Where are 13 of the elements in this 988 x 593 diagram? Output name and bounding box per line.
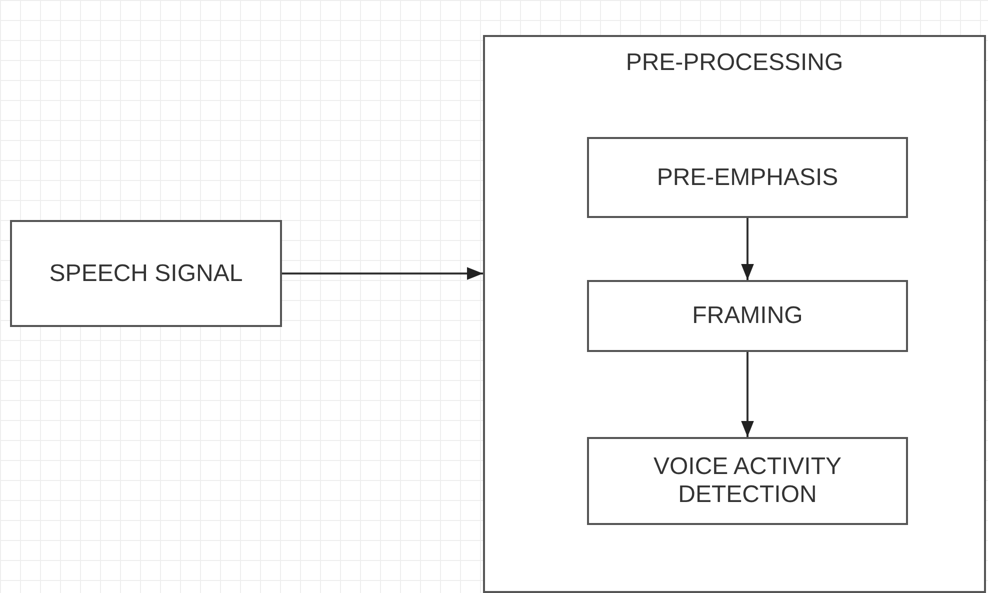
process-box	[10, 220, 282, 327]
box-label: FRAMING	[691, 302, 804, 330]
arrow	[741, 352, 754, 437]
process-box	[587, 137, 908, 218]
box-label: PRE-EMPHASIS	[656, 164, 840, 192]
process-box	[587, 280, 908, 352]
group-title: PRE-PROCESSING	[624, 49, 844, 77]
box-label: SPEECH SIGNAL	[48, 260, 244, 288]
process-box	[587, 437, 908, 525]
arrow	[282, 267, 483, 280]
arrow	[741, 218, 754, 280]
group-box	[483, 35, 986, 593]
box-label: VOICE ACTIVITY DETECTION	[652, 453, 843, 509]
